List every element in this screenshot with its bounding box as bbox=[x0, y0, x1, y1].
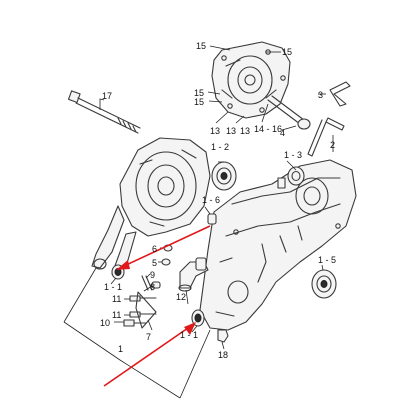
callout-1-5: 1 - 5 bbox=[318, 255, 336, 265]
callout-8: 8 bbox=[150, 282, 155, 292]
elbow-pipe-part bbox=[178, 257, 209, 292]
callout-3: 3 bbox=[318, 90, 323, 100]
callout-11-a: 11 bbox=[112, 294, 121, 304]
l-rod-part bbox=[307, 117, 345, 157]
callout-10: 10 bbox=[100, 318, 110, 328]
callout-13-a: 13 bbox=[210, 126, 220, 136]
dowel-1-6-part bbox=[207, 213, 217, 225]
callout-11-b: 11 bbox=[112, 310, 121, 320]
callout-1-6: 1 - 6 bbox=[202, 195, 220, 205]
bolt-18-part bbox=[217, 329, 229, 343]
bearing-1-2-part bbox=[211, 161, 237, 191]
callout-7: 7 bbox=[146, 332, 151, 342]
bearing-1-5-part bbox=[311, 269, 337, 299]
callout-17: 17 bbox=[102, 91, 112, 101]
handle-arm-part bbox=[267, 95, 311, 130]
callout-1: 1 bbox=[118, 344, 123, 354]
callout-12: 12 bbox=[176, 292, 186, 302]
callout-1-3: 1 - 3 bbox=[284, 150, 302, 160]
spring-clip-part bbox=[329, 81, 351, 107]
callout-2: 2 bbox=[330, 140, 335, 150]
bearing-1-3-part bbox=[277, 166, 305, 189]
spring-part bbox=[135, 291, 157, 329]
callout-15-c: 15 bbox=[194, 88, 204, 98]
callout-9: 9 bbox=[150, 270, 155, 280]
callout-18: 18 bbox=[218, 350, 228, 360]
long-bolt-part bbox=[67, 90, 141, 134]
callout-1-1-a: 1 - 1 bbox=[104, 282, 122, 292]
callout-14-16: 14 - 16 bbox=[254, 124, 282, 134]
callout-13-c: 13 bbox=[240, 126, 250, 136]
callout-15-b: 15 bbox=[282, 47, 292, 57]
callout-6: 6 bbox=[152, 244, 157, 254]
left-crankcase-part bbox=[91, 137, 211, 277]
callout-15-d: 15 bbox=[194, 97, 204, 107]
callout-1-1-b: 1 - 1 bbox=[180, 330, 198, 340]
callout-13-b: 13 bbox=[226, 126, 236, 136]
small-fasteners-part bbox=[123, 244, 173, 327]
plug-1-1-right-part bbox=[191, 309, 205, 327]
plug-1-1-left-part bbox=[111, 264, 125, 280]
callout-5: 5 bbox=[152, 258, 157, 268]
leader-lines bbox=[63, 45, 334, 399]
highlight-arrow-upper bbox=[116, 225, 211, 270]
callout-15-a: 15 bbox=[196, 41, 206, 51]
crankcase-cover-part bbox=[211, 41, 291, 119]
callout-4: 4 bbox=[280, 128, 285, 138]
callout-1-2: 1 - 2 bbox=[211, 142, 229, 152]
highlight-arrow-lower bbox=[103, 322, 196, 387]
